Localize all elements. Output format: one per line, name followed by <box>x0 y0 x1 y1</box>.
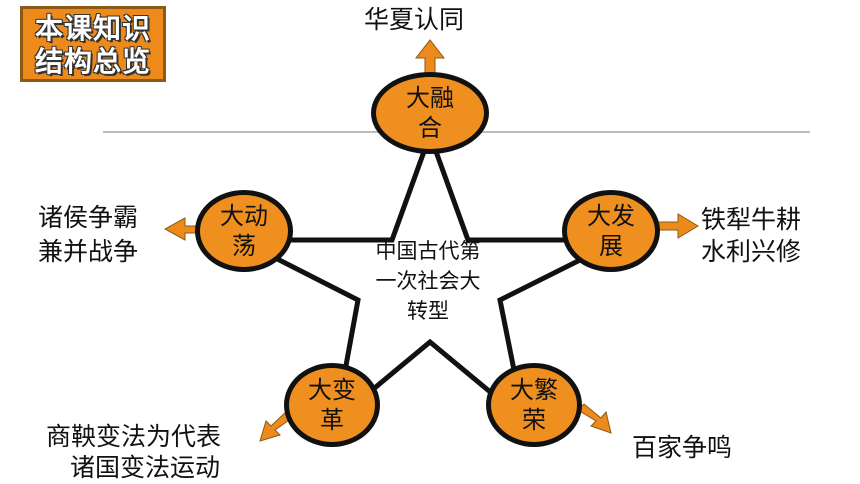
node-great-reform: 大变革 <box>284 363 380 447</box>
node-great-integration: 大融合 <box>371 72 489 154</box>
lesson-overview-badge: 本课知识 结构总览 <box>20 6 166 82</box>
node-label-lower-left: 大变革 <box>308 376 356 434</box>
outcome-upper-right-1: 铁犁牛耕 <box>701 205 802 234</box>
arrow-upper-right <box>657 213 699 239</box>
badge-line-2: 结构总览 <box>34 45 151 78</box>
outcome-upper-right-2: 水利兴修 <box>701 237 802 266</box>
outcome-top: 华夏认同 <box>364 5 465 34</box>
arrow-lower-left <box>259 411 293 442</box>
outcome-lower-right: 百家争鸣 <box>632 433 733 462</box>
center-label: 中国古代第一次社会大转型 <box>375 239 481 323</box>
node-label-upper-right: 大发展 <box>587 202 635 260</box>
node-great-prosperity: 大繁荣 <box>486 363 582 447</box>
node-great-turmoil: 大动荡 <box>195 190 293 272</box>
outcome-lower-left-2: 诸国变法运动 <box>70 453 221 482</box>
outcome-upper-left-2: 兼并战争 <box>38 237 139 266</box>
node-label-upper-left: 大动荡 <box>220 202 268 260</box>
node-great-development: 大发展 <box>562 190 660 272</box>
outcome-upper-left-1: 诸侯争霸 <box>38 203 139 232</box>
node-label-lower-right: 大繁荣 <box>510 376 558 434</box>
node-label-top: 大融合 <box>406 84 454 142</box>
arrow-lower-right <box>577 403 612 434</box>
badge-line-1: 本课知识 <box>34 12 151 45</box>
outcome-lower-left-1: 商鞅变法为代表 <box>46 422 222 451</box>
